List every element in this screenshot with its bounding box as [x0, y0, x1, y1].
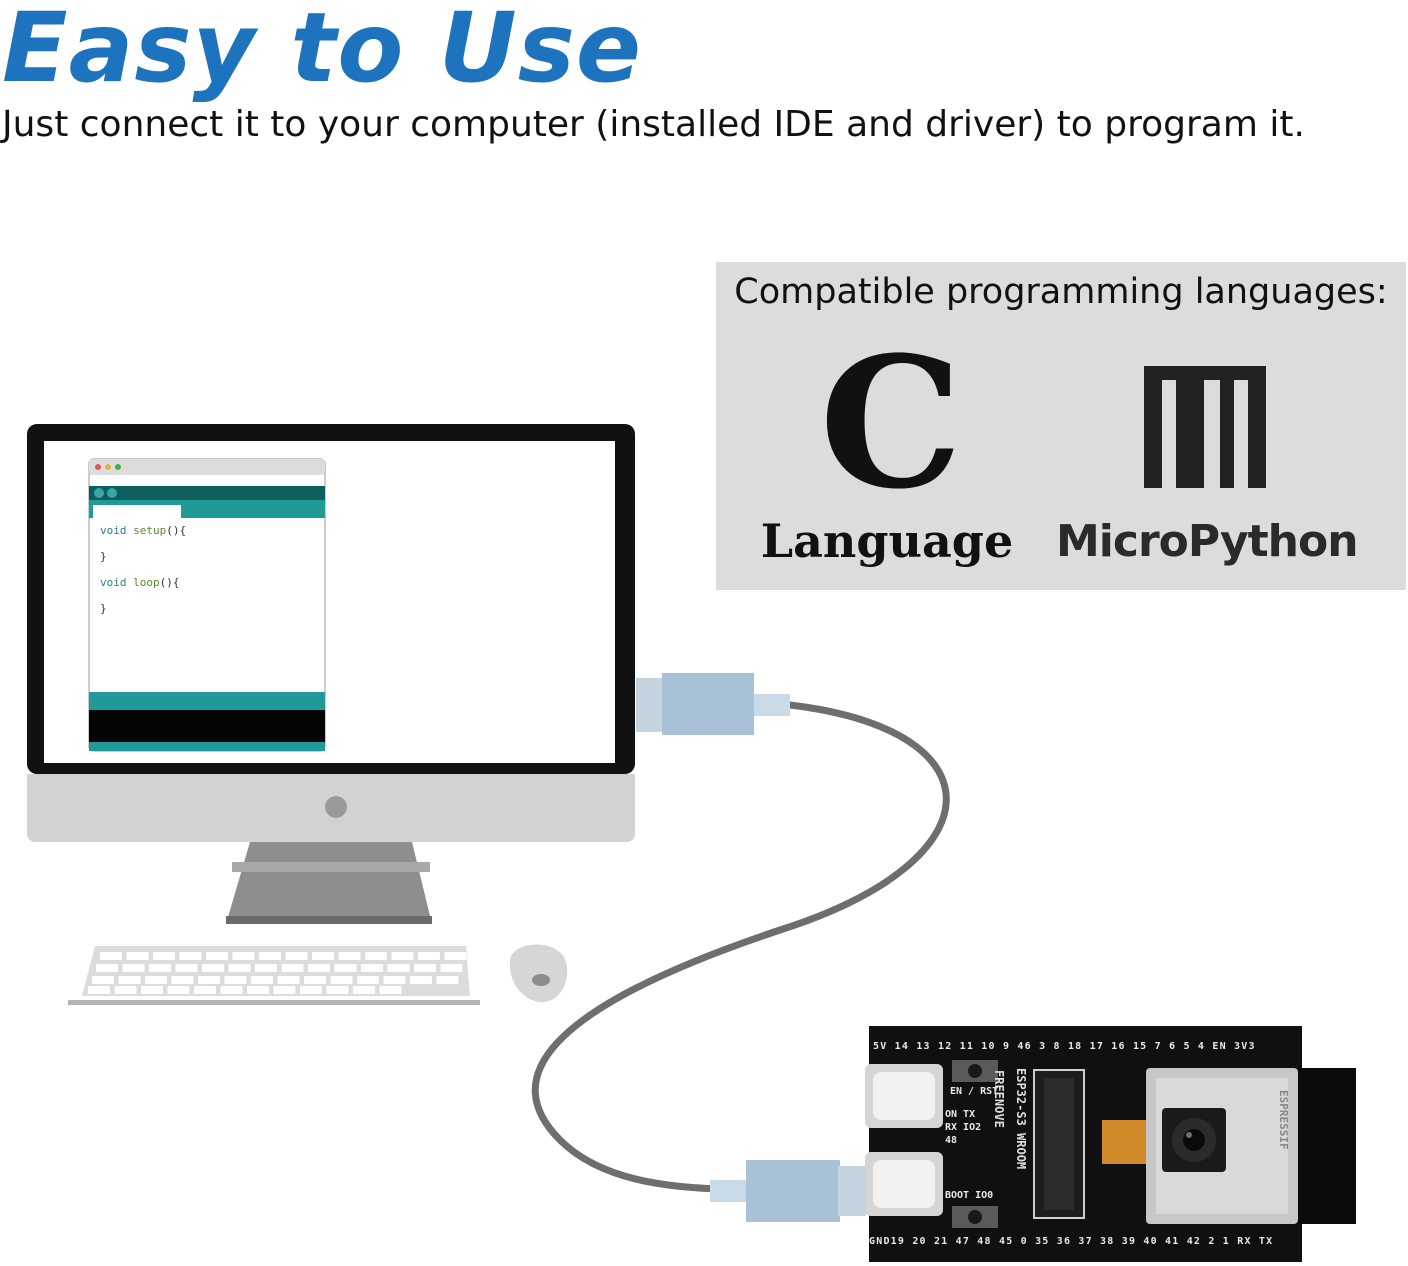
- code-keyword: void: [100, 576, 127, 589]
- chip-brand-label: ESPRESSIF: [1277, 1090, 1290, 1150]
- verify-icon: [94, 488, 104, 498]
- keyboard-key: [247, 986, 269, 994]
- code-function-name: setup: [133, 524, 167, 537]
- keyboard-key: [167, 986, 190, 994]
- keyboard-key: [194, 986, 216, 994]
- keyboard-key: [410, 976, 432, 984]
- esp32-board-icon: [865, 1026, 1356, 1262]
- sketch-tab: [93, 505, 181, 518]
- usb-plug-monitor-icon: [636, 673, 790, 735]
- keyboard-key: [224, 976, 247, 984]
- keyboard-key: [300, 986, 322, 994]
- keyboard-key: [255, 964, 277, 972]
- c-language-logo-icon: C: [819, 318, 963, 529]
- board-top-pin-labels: 5V 14 13 12 11 10 9 46 3 8 18 17 16 15 7…: [873, 1041, 1256, 1052]
- keyboard-key: [251, 976, 273, 984]
- keyboard-key: [153, 952, 175, 960]
- keyboard-key: [436, 976, 459, 984]
- code-suffix: (){: [166, 524, 187, 537]
- code-suffix: (){: [159, 576, 180, 589]
- keyboard-key: [198, 976, 220, 984]
- code-line-setup: void setup(){: [100, 524, 186, 537]
- c-language-label: Language: [760, 514, 1014, 568]
- keyboard-key: [118, 976, 141, 984]
- keyboard-key: [312, 952, 334, 960]
- keyboard-key: [175, 964, 198, 972]
- micropython-logo-icon: [1144, 366, 1266, 488]
- keyboard-key: [379, 986, 402, 994]
- keyboard-key: [114, 986, 137, 994]
- keyboard-key: [141, 986, 163, 994]
- led-labels: ON TX RX IO2 48: [945, 1109, 982, 1146]
- keyboard-key: [391, 952, 414, 960]
- keyboard-key: [440, 964, 463, 972]
- code-suffix: }: [100, 550, 107, 563]
- languages-heading: Compatible programming languages:: [734, 272, 1388, 312]
- keyboard-key: [365, 952, 387, 960]
- code-line-loop: void loop(){: [100, 576, 180, 589]
- page-title: Easy to Use: [2, 0, 642, 104]
- boot-label: BOOT IO0: [945, 1190, 994, 1201]
- keyboard-key: [387, 964, 410, 972]
- module-label: ESP32-S3 WROOM: [1014, 1068, 1028, 1170]
- keyboard-key: [126, 952, 149, 960]
- code-suffix: }: [100, 602, 107, 615]
- keyboard-key: [285, 952, 308, 960]
- keyboard-key: [326, 986, 349, 994]
- keyboard-key: [122, 964, 145, 972]
- code-keyword: void: [100, 524, 127, 537]
- usb-cable-icon: [531, 701, 950, 1194]
- keyboard-key: [304, 976, 326, 984]
- keyboard-key: [220, 986, 243, 994]
- keyboard-key: [277, 976, 300, 984]
- upload-icon: [107, 488, 117, 498]
- keyboard-key: [361, 964, 383, 972]
- keyboard-key: [281, 964, 304, 972]
- close-dot-icon: [95, 464, 101, 470]
- keyboard-key: [334, 964, 357, 972]
- page-subtitle: Just connect it to your computer (instal…: [2, 104, 1305, 145]
- maximize-dot-icon: [115, 464, 121, 470]
- brand-label: FREENOVE: [992, 1070, 1006, 1128]
- keyboard-key: [88, 986, 110, 994]
- mouse-icon: [509, 944, 568, 1003]
- code-line-close-1: }: [100, 550, 107, 563]
- keyboard-key: [308, 964, 330, 972]
- keyboard-key: [383, 976, 406, 984]
- keyboard-key: [171, 976, 194, 984]
- keyboard-key: [273, 986, 296, 994]
- keyboard-key: [357, 976, 379, 984]
- keyboard-key: [414, 964, 436, 972]
- code-function-name: loop: [133, 576, 160, 589]
- keyboard-key: [338, 952, 361, 960]
- code-line-close-2: }: [100, 602, 107, 615]
- keyboard-key: [202, 964, 224, 972]
- keyboard-key: [232, 952, 255, 960]
- keyboard-key: [259, 952, 281, 960]
- keyboard-key: [353, 986, 375, 994]
- micropython-label: MicroPython: [1056, 516, 1359, 567]
- keyboard-key: [92, 976, 114, 984]
- board-bottom-pin-labels: GND19 20 21 47 48 45 0 35 36 37 38 39 40…: [869, 1236, 1274, 1247]
- keyboard-key: [145, 976, 167, 984]
- keyboard-key: [206, 952, 228, 960]
- usb-plug-board-icon: [710, 1160, 866, 1222]
- keyboard-key: [228, 964, 251, 972]
- keyboard-key: [444, 952, 467, 960]
- keyboard-key: [100, 952, 122, 960]
- keyboard-key: [418, 952, 440, 960]
- ide-window: [88, 458, 326, 752]
- en-rst-label: EN / RST: [950, 1086, 999, 1097]
- keyboard-key: [96, 964, 118, 972]
- minimize-dot-icon: [105, 464, 111, 470]
- keyboard-icon: [68, 946, 480, 1005]
- keyboard-key: [149, 964, 171, 972]
- languages-panel: Compatible programming languages: C Lang…: [716, 262, 1406, 590]
- keyboard-key: [330, 976, 353, 984]
- keyboard-key: [179, 952, 202, 960]
